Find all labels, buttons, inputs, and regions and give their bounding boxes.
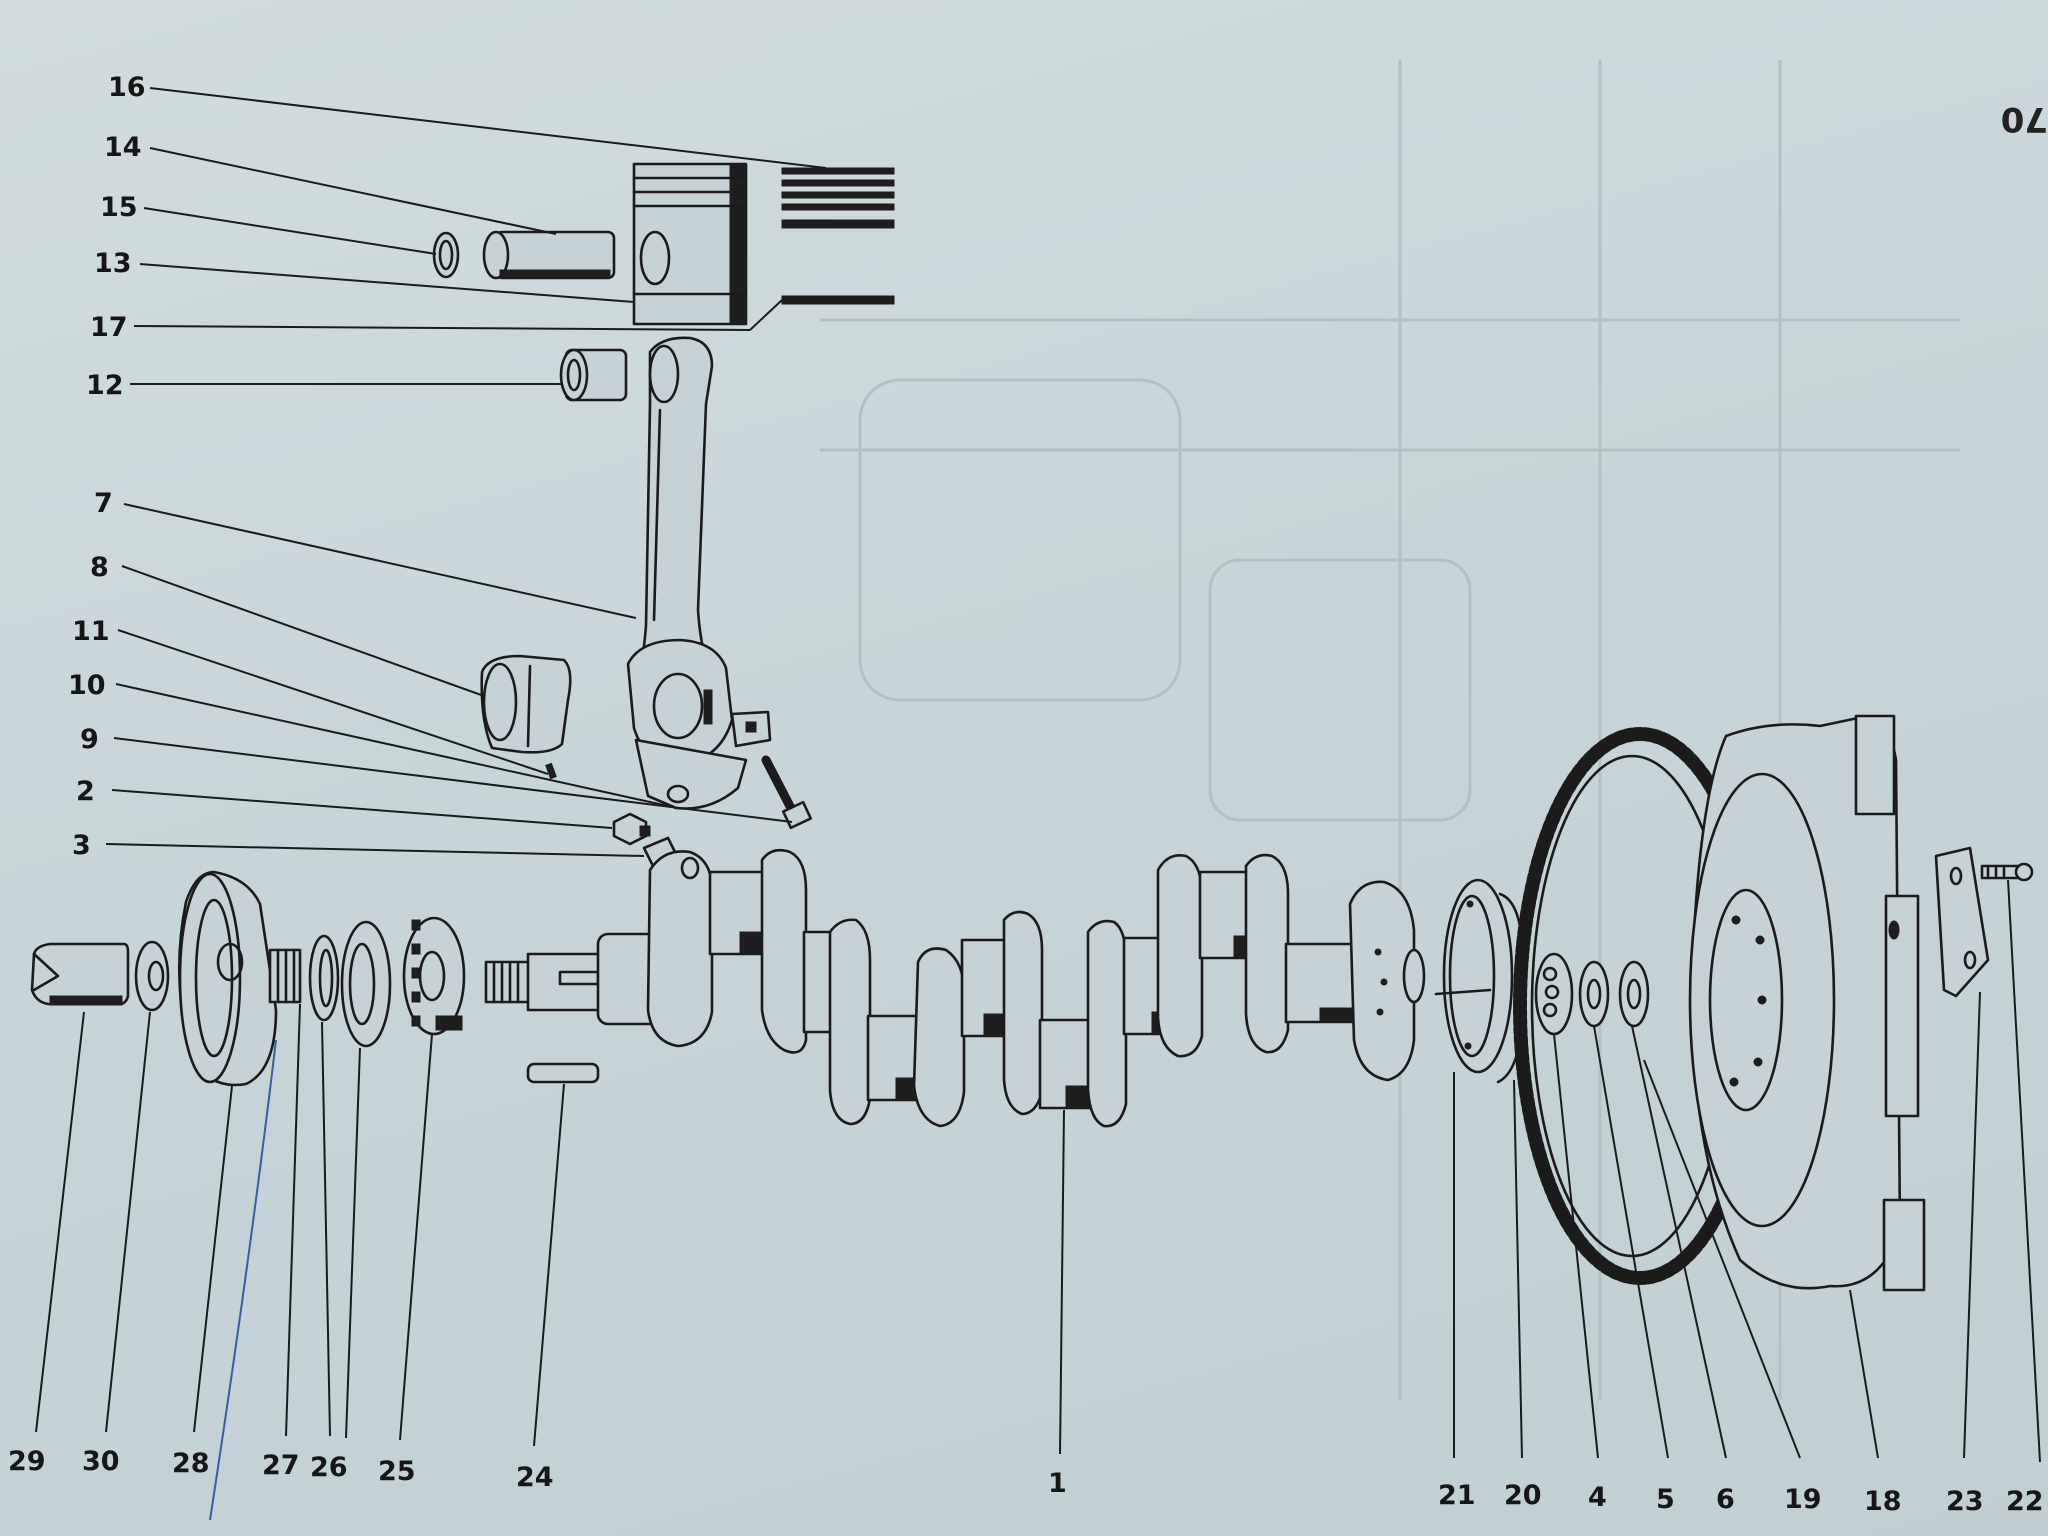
spigot-bearing — [1534, 952, 1574, 1036]
label-9: 9 — [80, 724, 99, 755]
piston — [632, 162, 748, 326]
big-end-bearing-shells — [480, 654, 572, 754]
lock-washer — [730, 710, 772, 748]
clutch-lock-plate — [1934, 846, 1990, 998]
label-27: 27 — [262, 1450, 300, 1481]
label-5: 5 — [1656, 1484, 1675, 1515]
locking-pin — [545, 762, 557, 780]
pulley-washer — [134, 940, 170, 1012]
label-4: 4 — [1588, 1482, 1607, 1513]
label-6: 6 — [1716, 1484, 1735, 1515]
label-11: 11 — [72, 616, 110, 647]
label-7: 7 — [94, 488, 113, 519]
label-12: 12 — [86, 370, 124, 401]
label-28: 28 — [172, 1448, 210, 1479]
label-18: 18 — [1864, 1486, 1902, 1517]
piston-rings-group — [781, 167, 895, 305]
small-end-bush — [559, 348, 628, 402]
flywheel-washers — [1578, 960, 1650, 1028]
label-26: 26 — [310, 1452, 348, 1483]
circlip — [432, 231, 460, 279]
timing-gear — [402, 916, 466, 1036]
crank-pulley — [178, 870, 302, 1087]
leader-lines — [35, 87, 2041, 1521]
label-13: 13 — [94, 248, 132, 279]
label-25: 25 — [378, 1456, 416, 1487]
label-29: 29 — [8, 1446, 46, 1477]
rear-seal-retainer — [1434, 878, 1514, 1074]
label-24: 24 — [516, 1462, 554, 1493]
flywheel — [1688, 714, 1926, 1292]
callout-labels: 16 14 15 13 17 12 7 8 11 10 9 2 3 29 30 … — [8, 72, 2044, 1517]
label-2: 2 — [76, 776, 95, 807]
piston-pin — [482, 230, 616, 280]
rod-nut — [612, 812, 651, 846]
label-1: 1 — [1048, 1468, 1067, 1499]
flywheel-bolt — [1980, 862, 2034, 882]
label-23: 23 — [1946, 1486, 1984, 1517]
label-17: 17 — [90, 312, 128, 343]
woodruff-key — [526, 1062, 600, 1084]
label-10: 10 — [68, 670, 106, 701]
label-14: 14 — [104, 132, 142, 163]
crank-pulley-nut — [30, 942, 130, 1006]
rod-bolt — [761, 755, 813, 830]
label-21: 21 — [1438, 1480, 1476, 1511]
label-3: 3 — [72, 830, 91, 861]
label-30: 30 — [82, 1446, 120, 1477]
oil-thrower — [340, 920, 392, 1048]
oil-seal-ring — [308, 934, 340, 1022]
label-19: 19 — [1784, 1484, 1822, 1515]
label-16: 16 — [108, 72, 146, 103]
label-15: 15 — [100, 192, 138, 223]
label-22: 22 — [2006, 1486, 2044, 1517]
page-number: 70 — [2001, 99, 2048, 139]
label-20: 20 — [1504, 1480, 1542, 1511]
crankshaft — [484, 848, 1426, 1128]
label-8: 8 — [90, 552, 109, 583]
connecting-rod — [626, 336, 748, 810]
